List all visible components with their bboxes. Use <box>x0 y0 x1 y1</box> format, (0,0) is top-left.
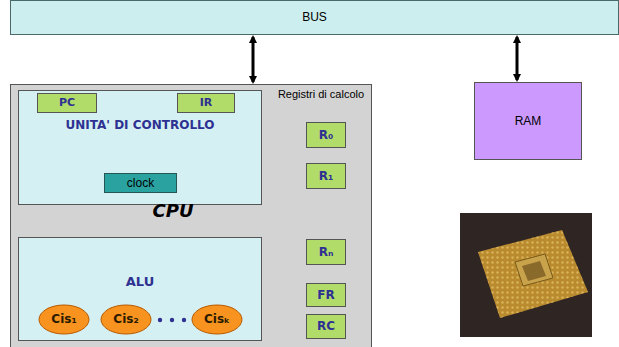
unit-title: UNITA' DI CONTROLLO <box>66 118 215 132</box>
register-box: RC <box>306 314 346 339</box>
register-box: PC <box>37 93 97 113</box>
node-label: Rₙ <box>319 245 334 259</box>
node-label: IR <box>200 96 213 109</box>
cpu-title: CPU <box>152 200 193 222</box>
node-label: Cis₂ <box>113 312 138 326</box>
bus-connector <box>252 37 255 82</box>
section-label: Registri di calcolo <box>278 88 364 101</box>
register-box: FR <box>306 283 346 307</box>
circuit-ellipse: Cisₖ <box>191 304 243 335</box>
bus-band: BUS <box>10 0 619 35</box>
text-holder: ALU <box>18 274 262 290</box>
register-box: R₁ <box>306 163 346 189</box>
register-box: Rₙ <box>306 239 346 265</box>
node-label: FR <box>317 288 334 302</box>
control-unit-box: UNITA' DI CONTROLLO PC IR clock <box>18 90 262 205</box>
node-label: RC <box>317 319 335 333</box>
node-label: BUS <box>302 10 327 24</box>
node-label: Cisₖ <box>204 312 230 326</box>
circuit-ellipse: Cis₁ <box>38 304 90 335</box>
node-label: R₁ <box>319 169 334 183</box>
alu-title: ALU <box>126 274 154 290</box>
clock-box: clock <box>104 173 177 193</box>
node-label: R₀ <box>319 128 334 142</box>
node-label: RAM <box>515 114 542 128</box>
circuit-ellipse: Cis₂ <box>100 304 152 335</box>
text-holder: Registri di calcolo <box>273 88 369 101</box>
bus-connector <box>516 37 519 80</box>
alu-box: ALU Cis₁ Cis₂ Cisₖ <box>18 237 262 341</box>
node-label: clock <box>127 176 154 190</box>
cpu-chip-photo <box>460 213 592 337</box>
register-box: R₀ <box>306 122 346 148</box>
text-holder: UNITA' DI CONTROLLO <box>50 118 230 132</box>
cpu-box: Registri di calcoloCPUUNITA' DI CONTROLL… <box>10 84 372 347</box>
node-label: PC <box>59 96 75 109</box>
register-box: IR <box>177 93 235 113</box>
node-label: Cis₁ <box>51 312 76 326</box>
ram-box: RAM <box>474 82 582 160</box>
circuit-ellipsis-dots <box>152 315 192 325</box>
